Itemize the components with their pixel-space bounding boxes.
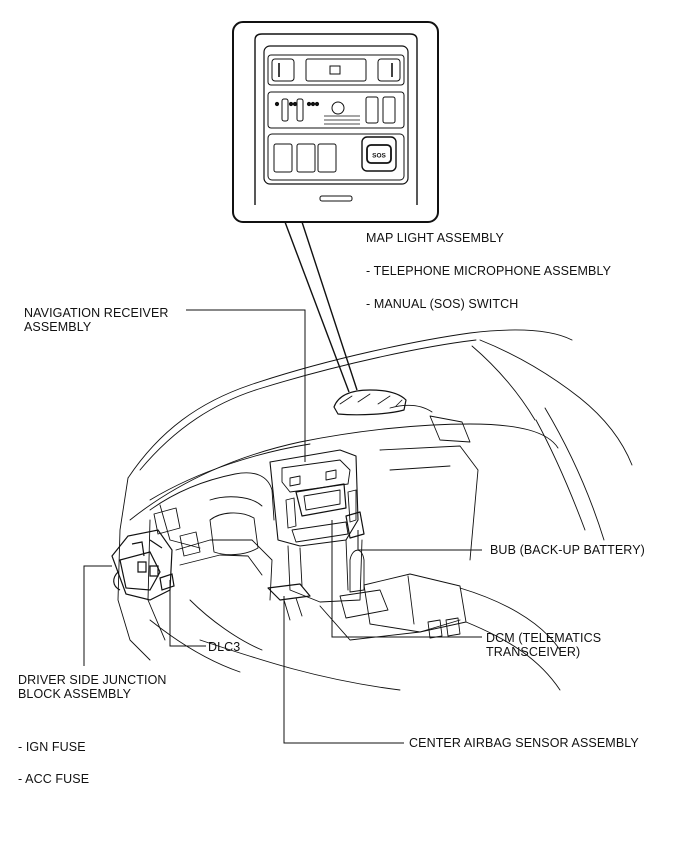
dcm-label-line2: TRANSCEIVER) [486, 645, 581, 659]
sos-button-label: SOS [372, 153, 386, 160]
map-light-inset [233, 22, 438, 222]
dcm-label-line1: DCM (TELEMATICS [486, 631, 602, 645]
junction-block [112, 530, 174, 600]
sos-switch-label: - MANUAL (SOS) SWITCH [366, 297, 519, 311]
map-light-label: MAP LIGHT ASSEMBLY [366, 231, 504, 245]
telephone-mic-label: - TELEPHONE MICROPHONE ASSEMBLY [366, 264, 612, 278]
zoom-callout-lines [285, 222, 357, 392]
junction-block-label-line1: DRIVER SIDE JUNCTION [18, 673, 167, 687]
vehicle-interior [118, 330, 632, 690]
leader-lines [84, 310, 482, 743]
nav-receiver-label-line2: ASSEMBLY [24, 320, 92, 334]
junction-block-label-line2: BLOCK ASSEMBLY [18, 687, 132, 701]
acc-fuse-label: - ACC FUSE [18, 772, 90, 786]
ign-fuse-label: - IGN FUSE [18, 740, 86, 754]
dlc3-label: DLC3 [208, 640, 241, 654]
center-airbag-label: CENTER AIRBAG SENSOR ASSEMBLY [409, 736, 639, 750]
bub-label: BUB (BACK-UP BATTERY) [490, 543, 645, 557]
nav-receiver-label-line1: NAVIGATION RECEIVER [24, 306, 169, 320]
